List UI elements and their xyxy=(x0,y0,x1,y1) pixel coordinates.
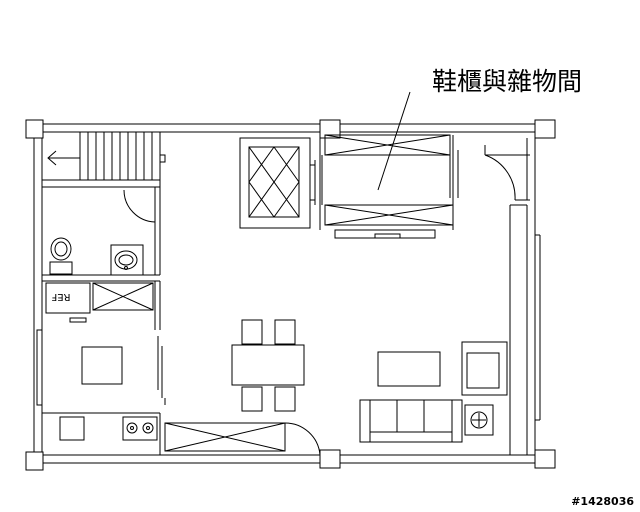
kitchen xyxy=(36,329,166,455)
shoe-cabinet-storage xyxy=(321,134,459,239)
right-window xyxy=(509,204,541,455)
toilet-icon xyxy=(49,237,73,275)
kitchen-island xyxy=(81,346,123,385)
fridge-label: REF xyxy=(51,291,70,302)
sofa xyxy=(359,399,463,443)
kitchen-upper-cabinet xyxy=(92,282,154,311)
entrance-door xyxy=(484,145,530,201)
bottom-cabinet xyxy=(164,422,321,456)
stove-icon xyxy=(122,416,158,441)
dining-table xyxy=(231,344,305,386)
dining-chair xyxy=(274,386,296,412)
living-room xyxy=(359,341,508,443)
dining-set xyxy=(231,319,305,412)
armchair xyxy=(461,341,508,396)
dining-chair xyxy=(241,319,263,345)
dining-chair xyxy=(274,319,296,345)
fridge-area: REF xyxy=(45,281,161,330)
refrigerator xyxy=(45,282,91,314)
staircase xyxy=(42,132,166,188)
callout-leader-line xyxy=(377,91,411,191)
bathroom xyxy=(42,187,161,282)
shoe-cabinet-callout-label: 鞋櫃與雜物間 xyxy=(432,67,583,96)
elevator xyxy=(239,132,321,230)
coffee-table xyxy=(377,351,441,387)
structural-columns xyxy=(25,119,556,471)
side-table xyxy=(464,404,494,436)
plan-id-label: #1428036 xyxy=(571,495,634,508)
dining-chair xyxy=(241,386,263,412)
sink-icon xyxy=(110,244,144,276)
outer-walls xyxy=(33,123,536,464)
kitchen-sink-icon xyxy=(59,416,85,441)
